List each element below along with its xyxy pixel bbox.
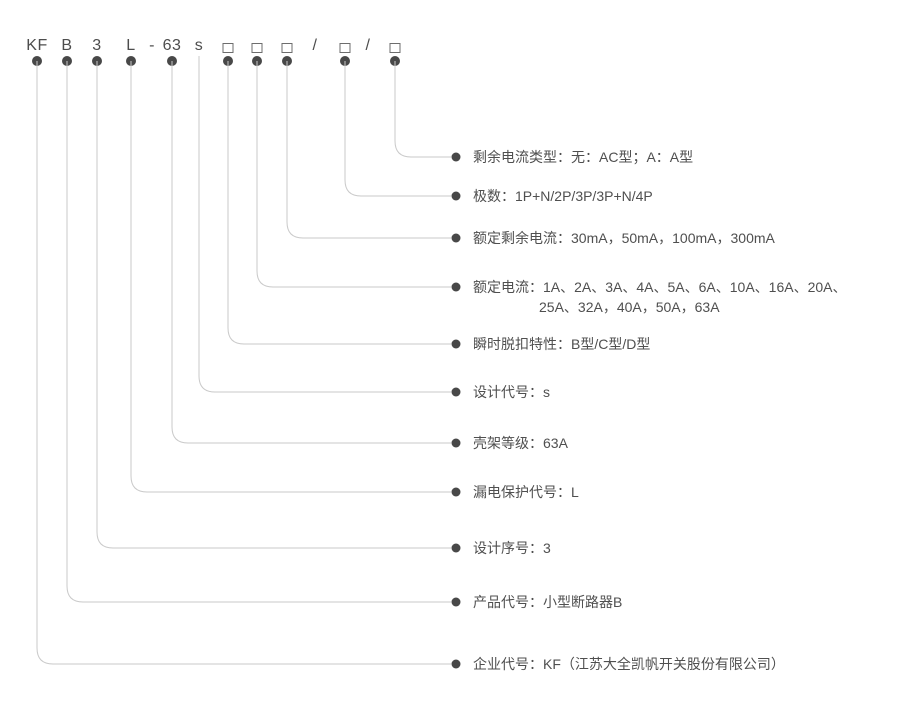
legend-bullet bbox=[451, 659, 461, 669]
connector-line bbox=[36, 61, 451, 665]
connector-line bbox=[286, 61, 451, 239]
legend-bullet bbox=[451, 282, 461, 292]
legend-bullet bbox=[451, 191, 461, 201]
legend-bullet bbox=[451, 233, 461, 243]
legend-bullet bbox=[451, 597, 461, 607]
legend-bullet bbox=[451, 387, 461, 397]
connector-line bbox=[256, 61, 451, 288]
connector-line bbox=[394, 61, 451, 158]
legend-bullet bbox=[451, 438, 461, 448]
connector-line bbox=[227, 61, 451, 345]
connector-line bbox=[171, 61, 451, 444]
connector-line bbox=[130, 61, 451, 493]
legend-bullet bbox=[451, 543, 461, 553]
legend-bullet bbox=[451, 152, 461, 162]
legend-bullet bbox=[451, 339, 461, 349]
legend-bullet bbox=[451, 487, 461, 497]
connector-line bbox=[198, 56, 451, 393]
connector-line bbox=[96, 61, 451, 549]
connector-line bbox=[344, 61, 451, 197]
connector-line bbox=[66, 61, 451, 603]
